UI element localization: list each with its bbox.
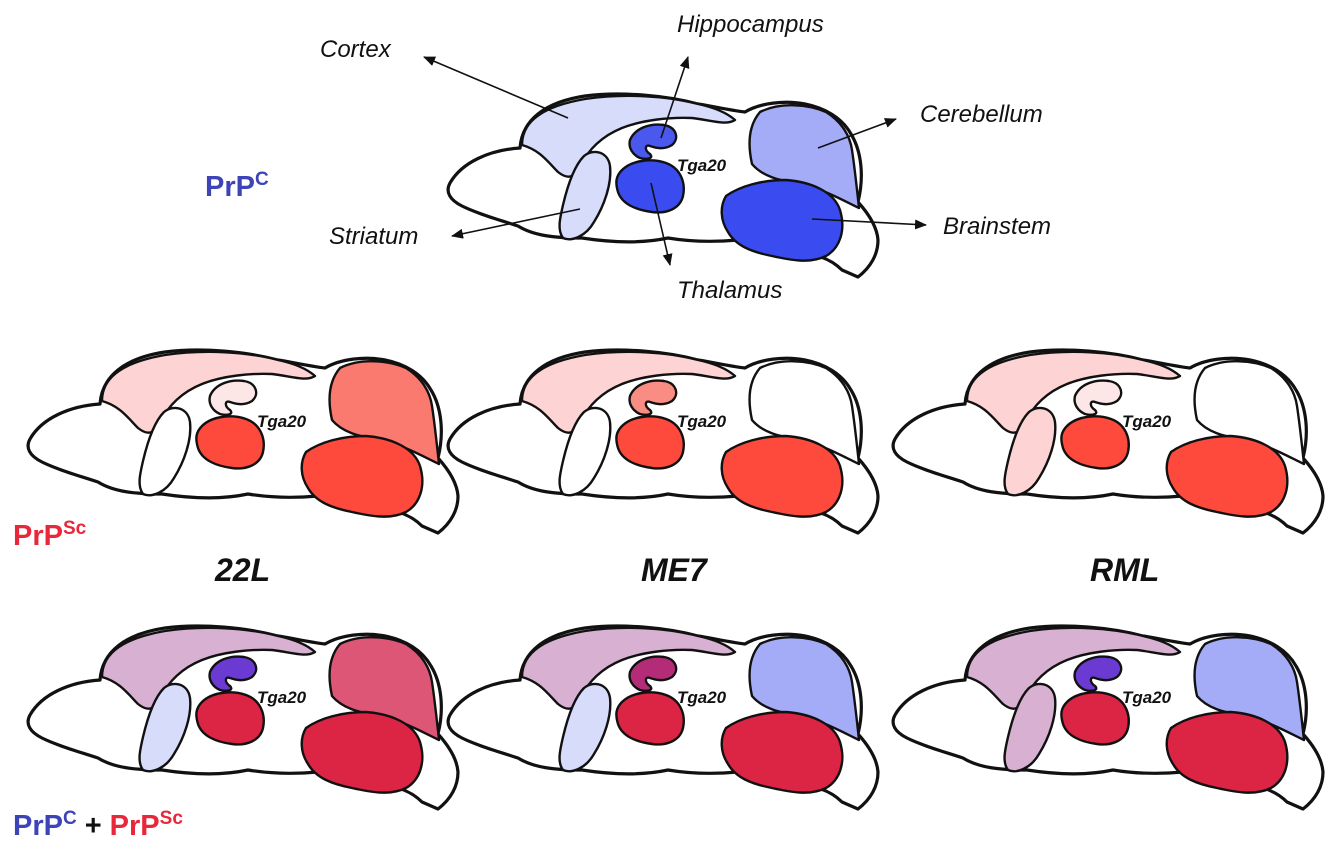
tga20-label: Tga20 xyxy=(257,688,307,707)
thalamus-region xyxy=(1061,416,1128,468)
legend-combined-prpsc-base: PrP xyxy=(110,810,160,842)
hippocampus-label: Hippocampus xyxy=(677,11,824,38)
strain-labels: 22L ME7 RML xyxy=(214,552,1159,588)
legend-combined-plus: + xyxy=(85,810,102,842)
tga20-label: Tga20 xyxy=(1122,688,1172,707)
legend-combined-prpsc-sup: Sc xyxy=(160,808,184,829)
brain-panel-prpc: Tga20 xyxy=(448,94,878,277)
tga20-label: Tga20 xyxy=(677,156,727,175)
brain-panel-prpsc-ME7: Tga20 xyxy=(448,350,878,533)
cortex-arrow xyxy=(424,57,568,118)
tga20-label: Tga20 xyxy=(677,412,727,431)
brainstem-label: Brainstem xyxy=(943,213,1051,240)
tga20-label: Tga20 xyxy=(257,412,307,431)
brain-panel-prpsc-RML: Tga20 xyxy=(893,350,1323,533)
striatum-label: Striatum xyxy=(329,223,418,250)
thalamus-region xyxy=(1061,692,1128,744)
brainstem-region xyxy=(302,712,423,793)
brain-panel-both-RML: Tga20 xyxy=(893,626,1323,809)
cortex-label: Cortex xyxy=(320,36,392,63)
legend-prpc-base: PrP xyxy=(205,171,255,203)
thalamus-region xyxy=(196,692,263,744)
tga20-label: Tga20 xyxy=(1122,412,1172,431)
thalamus-region xyxy=(196,416,263,468)
legend-prpsc-sup: Sc xyxy=(63,518,87,539)
brainstem-region xyxy=(302,436,423,517)
strain-label-22L: 22L xyxy=(214,552,270,588)
thalamus-label: Thalamus xyxy=(677,277,782,304)
tga20-label: Tga20 xyxy=(677,688,727,707)
brain-panel-prpsc-22L: Tga20 xyxy=(28,350,458,533)
thalamus-region xyxy=(616,160,683,212)
brainstem-region xyxy=(1167,712,1288,793)
legend-combined-prpc-sup: C xyxy=(63,808,77,829)
legend-prpsc: PrPSc xyxy=(13,518,87,552)
brain-panel-both-22L: Tga20 xyxy=(28,626,458,809)
thalamus-region xyxy=(616,416,683,468)
legend-prpc: PrPC xyxy=(205,169,269,203)
legend-combined: PrPC+PrPSc xyxy=(13,808,183,842)
brainstem-region xyxy=(722,712,843,793)
thalamus-region xyxy=(616,692,683,744)
brainstem-region xyxy=(722,436,843,517)
brain-panel-both-ME7: Tga20 xyxy=(448,626,878,809)
strain-label-RML: RML xyxy=(1090,552,1159,588)
cerebellum-label: Cerebellum xyxy=(920,101,1043,128)
brainstem-region xyxy=(1167,436,1288,517)
legend-combined-prpc-base: PrP xyxy=(13,810,63,842)
legend-prpc-sup: C xyxy=(255,169,269,190)
strain-label-ME7: ME7 xyxy=(641,552,709,588)
legend-prpsc-base: PrP xyxy=(13,520,63,552)
